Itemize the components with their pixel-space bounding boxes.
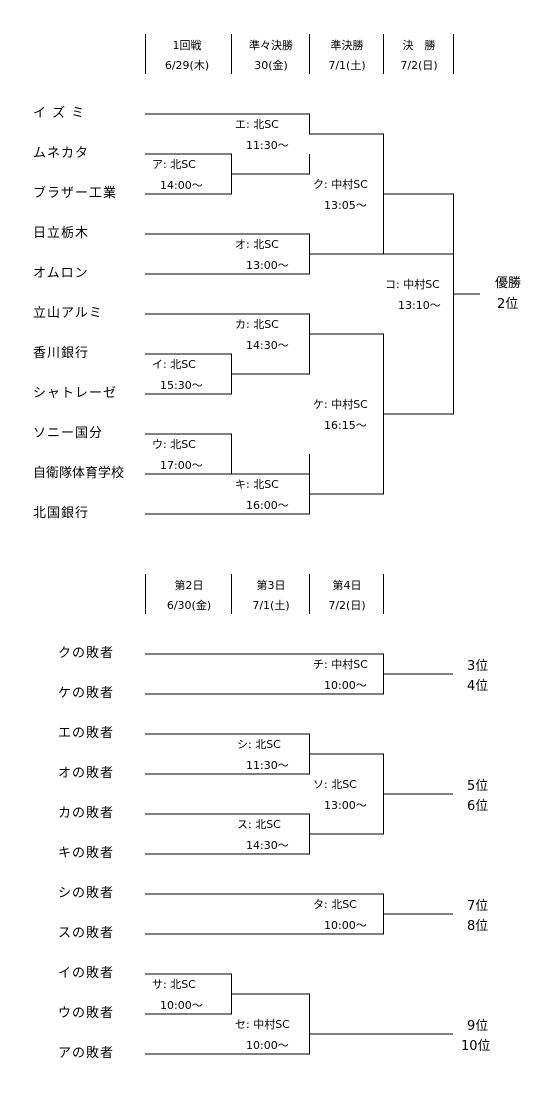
result-label: 5位 xyxy=(467,779,489,794)
match-label: ア: 北SC xyxy=(152,158,196,171)
round-3-name: 準決勝 xyxy=(330,39,364,52)
match-label: タ: 北SC xyxy=(313,898,357,911)
match-time: 10:00～ xyxy=(246,1039,289,1052)
match-label: シ: 北SC xyxy=(237,738,281,751)
round-2-name: 準々決勝 xyxy=(249,39,293,52)
match-time: 15:30～ xyxy=(160,379,203,392)
match-time: 13:05～ xyxy=(324,199,367,212)
day-3-name: 第3日 xyxy=(256,579,286,592)
team-name: 日立栃木 xyxy=(33,226,90,241)
day-4-name: 第4日 xyxy=(332,579,362,592)
team-name: 立山アルミ xyxy=(33,306,103,321)
match-label: カ: 北SC xyxy=(235,318,279,331)
team-name: カの敗者 xyxy=(58,806,115,821)
team-name: スの敗者 xyxy=(58,926,115,941)
team-name: 北国銀行 xyxy=(33,506,90,521)
match-time: 13:00～ xyxy=(324,799,367,812)
team-name: ソニー国分 xyxy=(33,426,104,441)
match-label: チ: 中村SC xyxy=(313,658,368,671)
team-name: オの敗者 xyxy=(58,766,115,781)
result-label: 6位 xyxy=(467,799,489,814)
team-name: ムネカタ xyxy=(33,146,90,161)
round-2-date: 30(金) xyxy=(254,59,288,72)
match-label: コ: 中村SC xyxy=(385,278,440,291)
team-name: シャトレーゼ xyxy=(33,386,118,401)
team-name: エの敗者 xyxy=(58,726,115,741)
result-label: 7位 xyxy=(467,899,489,914)
match-time: 14:30～ xyxy=(246,339,289,352)
match-label: キ: 北SC xyxy=(235,478,279,491)
match-time: 10:00～ xyxy=(324,679,367,692)
team-name: キの敗者 xyxy=(58,846,115,861)
team-name: イの敗者 xyxy=(58,966,115,981)
match-time: 14:30～ xyxy=(246,839,289,852)
match-time: 10:00～ xyxy=(324,919,367,932)
team-name: ブラザー工業 xyxy=(33,186,118,201)
result-label: 4位 xyxy=(467,679,489,694)
match-label: ウ: 北SC xyxy=(152,438,196,451)
match-label: ス: 北SC xyxy=(237,818,281,831)
match-label: ソ: 北SC xyxy=(313,778,357,791)
team-name: 香川銀行 xyxy=(33,346,90,361)
match-time: 14:00～ xyxy=(160,179,203,192)
team-name: ウの敗者 xyxy=(58,1006,115,1021)
result-label: 3位 xyxy=(467,659,489,674)
team-name: イ ズ ミ xyxy=(33,106,86,121)
match-label: イ: 北SC xyxy=(152,358,196,371)
match-time: 17:00～ xyxy=(160,459,203,472)
round-1-name: 1回戦 xyxy=(172,39,202,52)
team-name: シの敗者 xyxy=(58,886,115,901)
day-2-name: 第2日 xyxy=(174,579,204,592)
match-time: 16:15～ xyxy=(324,419,367,432)
team-name: 自衛隊体育学校 xyxy=(33,466,125,481)
day-2-date: 6/30(金) xyxy=(166,599,212,612)
result-label: 優勝 xyxy=(495,276,522,291)
day-3-date: 7/1(土) xyxy=(252,599,290,612)
round-1-date: 6/29(木) xyxy=(164,59,210,72)
match-label: エ: 北SC xyxy=(235,118,279,131)
day-4-date: 7/2(日) xyxy=(328,599,366,612)
match-label: ケ: 中村SC xyxy=(313,398,368,411)
team-name: ケの敗者 xyxy=(58,686,115,701)
team-name: アの敗者 xyxy=(58,1046,115,1061)
match-label: セ: 中村SC xyxy=(235,1018,290,1031)
team-name: オムロン xyxy=(33,266,89,281)
match-time: 10:00～ xyxy=(160,999,203,1012)
match-time: 11:30～ xyxy=(246,759,289,772)
match-time: 13:00～ xyxy=(246,259,289,272)
match-time: 11:30～ xyxy=(246,139,289,152)
result-label: 10位 xyxy=(461,1039,491,1054)
result-label: 8位 xyxy=(467,919,489,934)
round-3-date: 7/1(土) xyxy=(328,59,366,72)
result-label: 9位 xyxy=(467,1019,489,1034)
match-label: ク: 中村SC xyxy=(313,178,368,191)
match-time: 13:10～ xyxy=(398,299,441,312)
match-time: 16:00～ xyxy=(246,499,289,512)
match-label: オ: 北SC xyxy=(235,238,279,251)
team-name: クの敗者 xyxy=(58,646,115,661)
round-4-date: 7/2(日) xyxy=(400,59,438,72)
match-label: サ: 北SC xyxy=(152,978,196,991)
round-4-name: 決 勝 xyxy=(402,39,436,52)
result-label: 2位 xyxy=(497,297,519,312)
